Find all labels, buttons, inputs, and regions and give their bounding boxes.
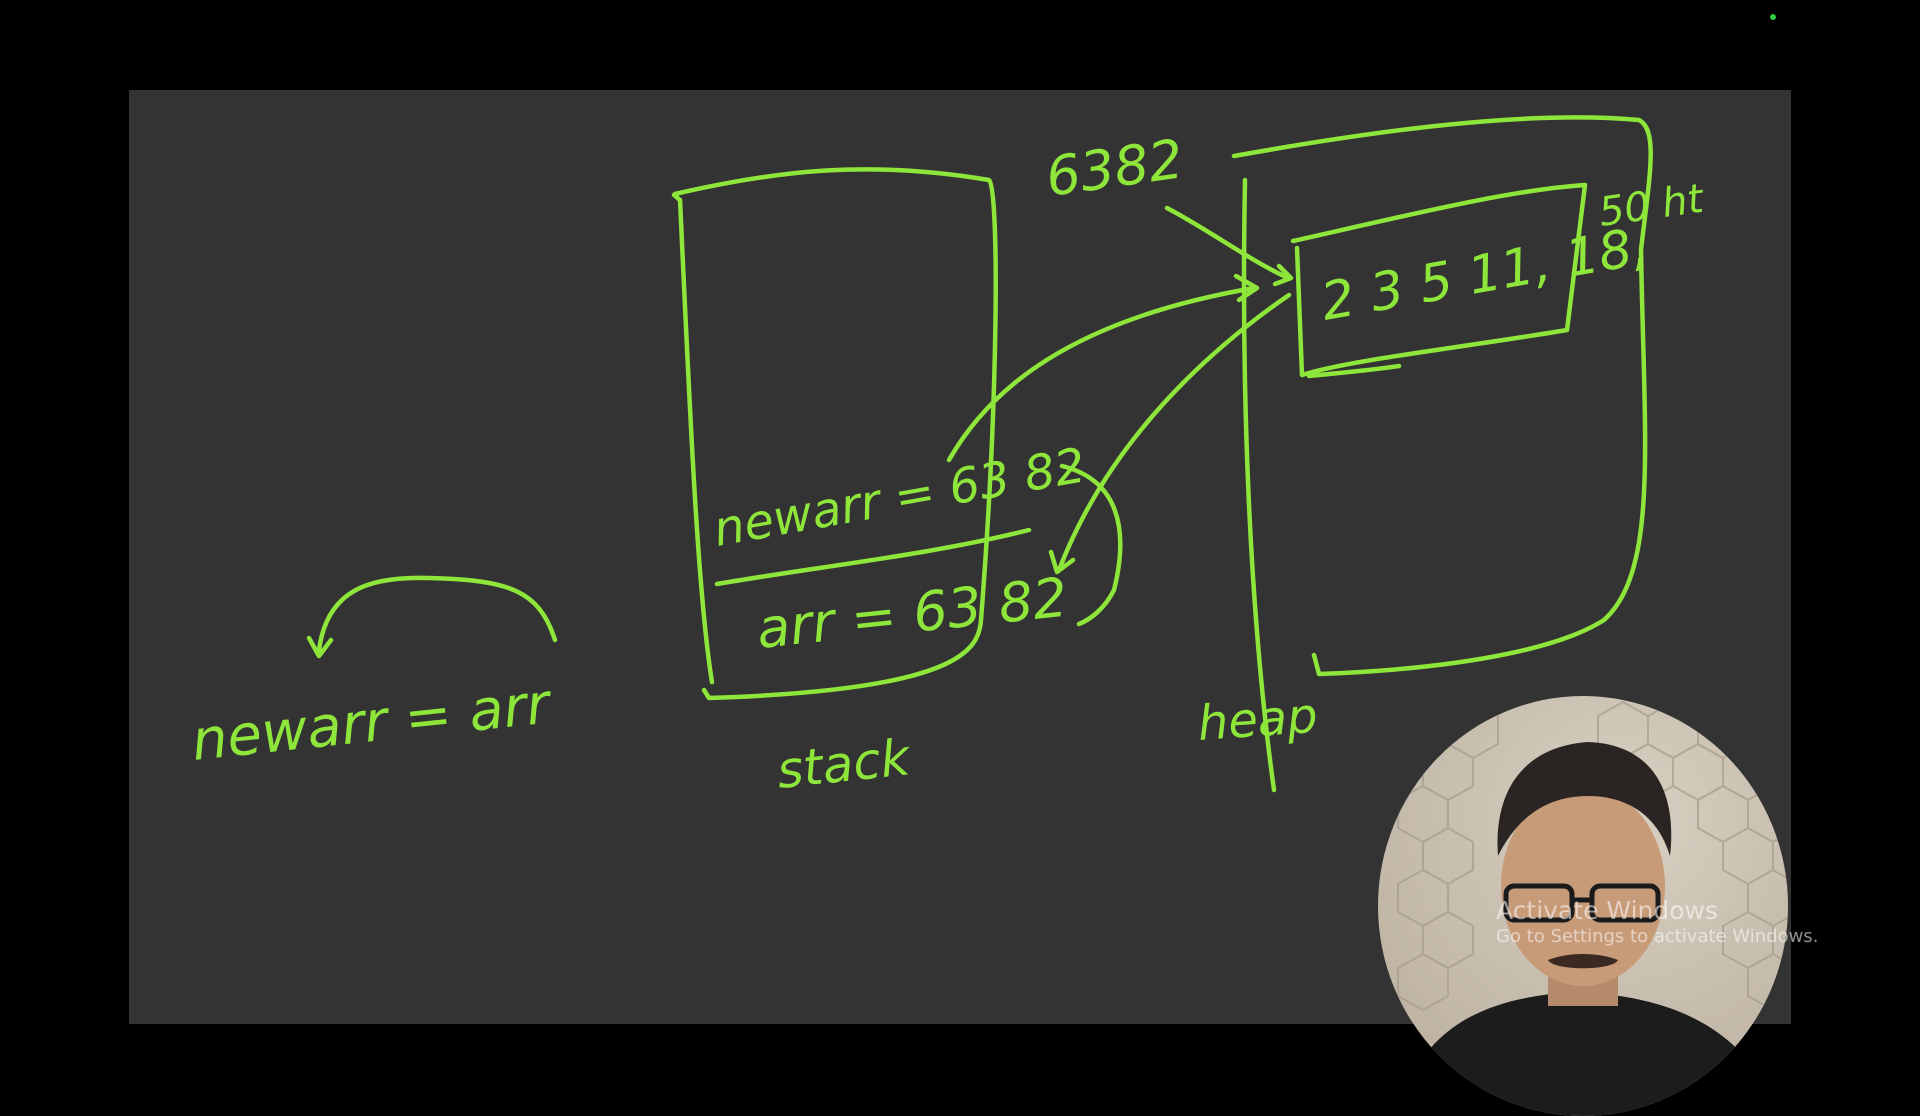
recording-indicator-dot: [1770, 14, 1776, 20]
stack-arr-label: arr = 63 82: [754, 566, 1071, 661]
stack-caption: stack: [774, 728, 914, 800]
activation-subtitle: Go to Settings to activate Windows.: [1496, 926, 1819, 947]
stack-newarr-label: newarr = 63 82: [709, 437, 1089, 557]
webcam-hexagon-wall: [1397, 700, 1788, 1012]
assignment-label: newarr = arr: [189, 671, 556, 773]
stack-divider-line: [714, 527, 1032, 587]
heap-caption: heap: [1196, 688, 1319, 752]
video-top-bar: [0, 0, 1920, 90]
webcam-overlay: [1378, 696, 1788, 1116]
heap-overflow-label: 50 ht: [1596, 176, 1707, 236]
whiteboard-canvas: 6382 2 3 5 11, 18, 50 ht newarr = 63 82 …: [129, 90, 1791, 1024]
whiteboard-drawing: 6382 2 3 5 11, 18, 50 ht newarr = 63 82 …: [189, 115, 1707, 800]
windows-activation-watermark: Activate Windows Go to Settings to activ…: [1496, 896, 1818, 948]
heap-left-line: [1241, 177, 1277, 793]
heap-array-box: [1290, 182, 1588, 379]
newarr-to-arr-curve: [1059, 463, 1123, 627]
heap-box-outline: [1231, 115, 1653, 677]
arr-pointer-arrow: [1048, 292, 1292, 575]
activation-title: Activate Windows: [1496, 896, 1718, 925]
stack-box-outline: [671, 167, 998, 701]
newarr-pointer-arrow: [946, 273, 1260, 463]
assignment-arc-arrow: [306, 575, 558, 659]
address-to-heap-arrow: [1164, 205, 1294, 287]
heap-address-label: 6382: [1042, 127, 1187, 209]
